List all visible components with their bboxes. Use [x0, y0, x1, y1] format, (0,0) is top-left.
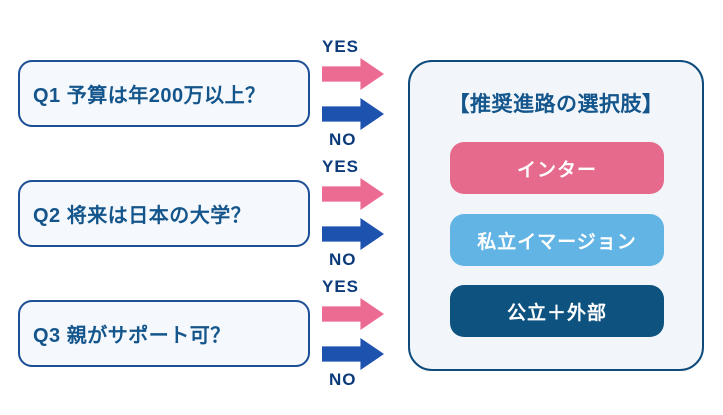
question-text-q1: Q1 予算は年200万以上？ [33, 85, 266, 107]
yes-label-q3: YES [322, 277, 360, 296]
question-box-q1: Q1 予算は年200万以上？ [18, 60, 310, 127]
no-label-q2: NO [329, 250, 357, 269]
yes-label-q2: YES [322, 157, 360, 176]
question-box-q2: Q2 将来は日本の大学？ [18, 180, 310, 247]
option-pill-public-plus-external: 公立＋外部 [450, 285, 664, 337]
no-label-q1: NO [329, 130, 357, 149]
question-group-q1: Q1 予算は年200万以上？ YES NO [0, 0, 723, 160]
question-text-q2: Q2 将来は日本の大学？ [33, 205, 252, 227]
result-panel-title: 【推奨進路の選択肢】 [448, 93, 664, 116]
option-pill-inter: インター [450, 142, 664, 194]
no-arrow-icon-q3 [322, 338, 384, 370]
yes-arrow-icon-q2 [322, 178, 384, 210]
option-pill-private-immersion: 私立イマージョン [450, 214, 664, 266]
yes-arrow-icon-q3 [322, 298, 384, 330]
question-box-q3: Q3 親がサポート可？ [18, 300, 310, 367]
question-group-q3: Q3 親がサポート可？ YES NO [0, 240, 723, 400]
question-group-q2: Q2 将来は日本の大学？ YES NO [0, 120, 723, 280]
yes-arrow-icon-q1 [322, 58, 384, 90]
yes-label-q1: YES [322, 37, 360, 56]
question-text-q3: Q3 親がサポート可？ [33, 325, 231, 347]
result-panel: 【推奨進路の選択肢】 インター 私立イマージョン 公立＋外部 [408, 60, 704, 371]
no-label-q3: NO [329, 370, 357, 389]
